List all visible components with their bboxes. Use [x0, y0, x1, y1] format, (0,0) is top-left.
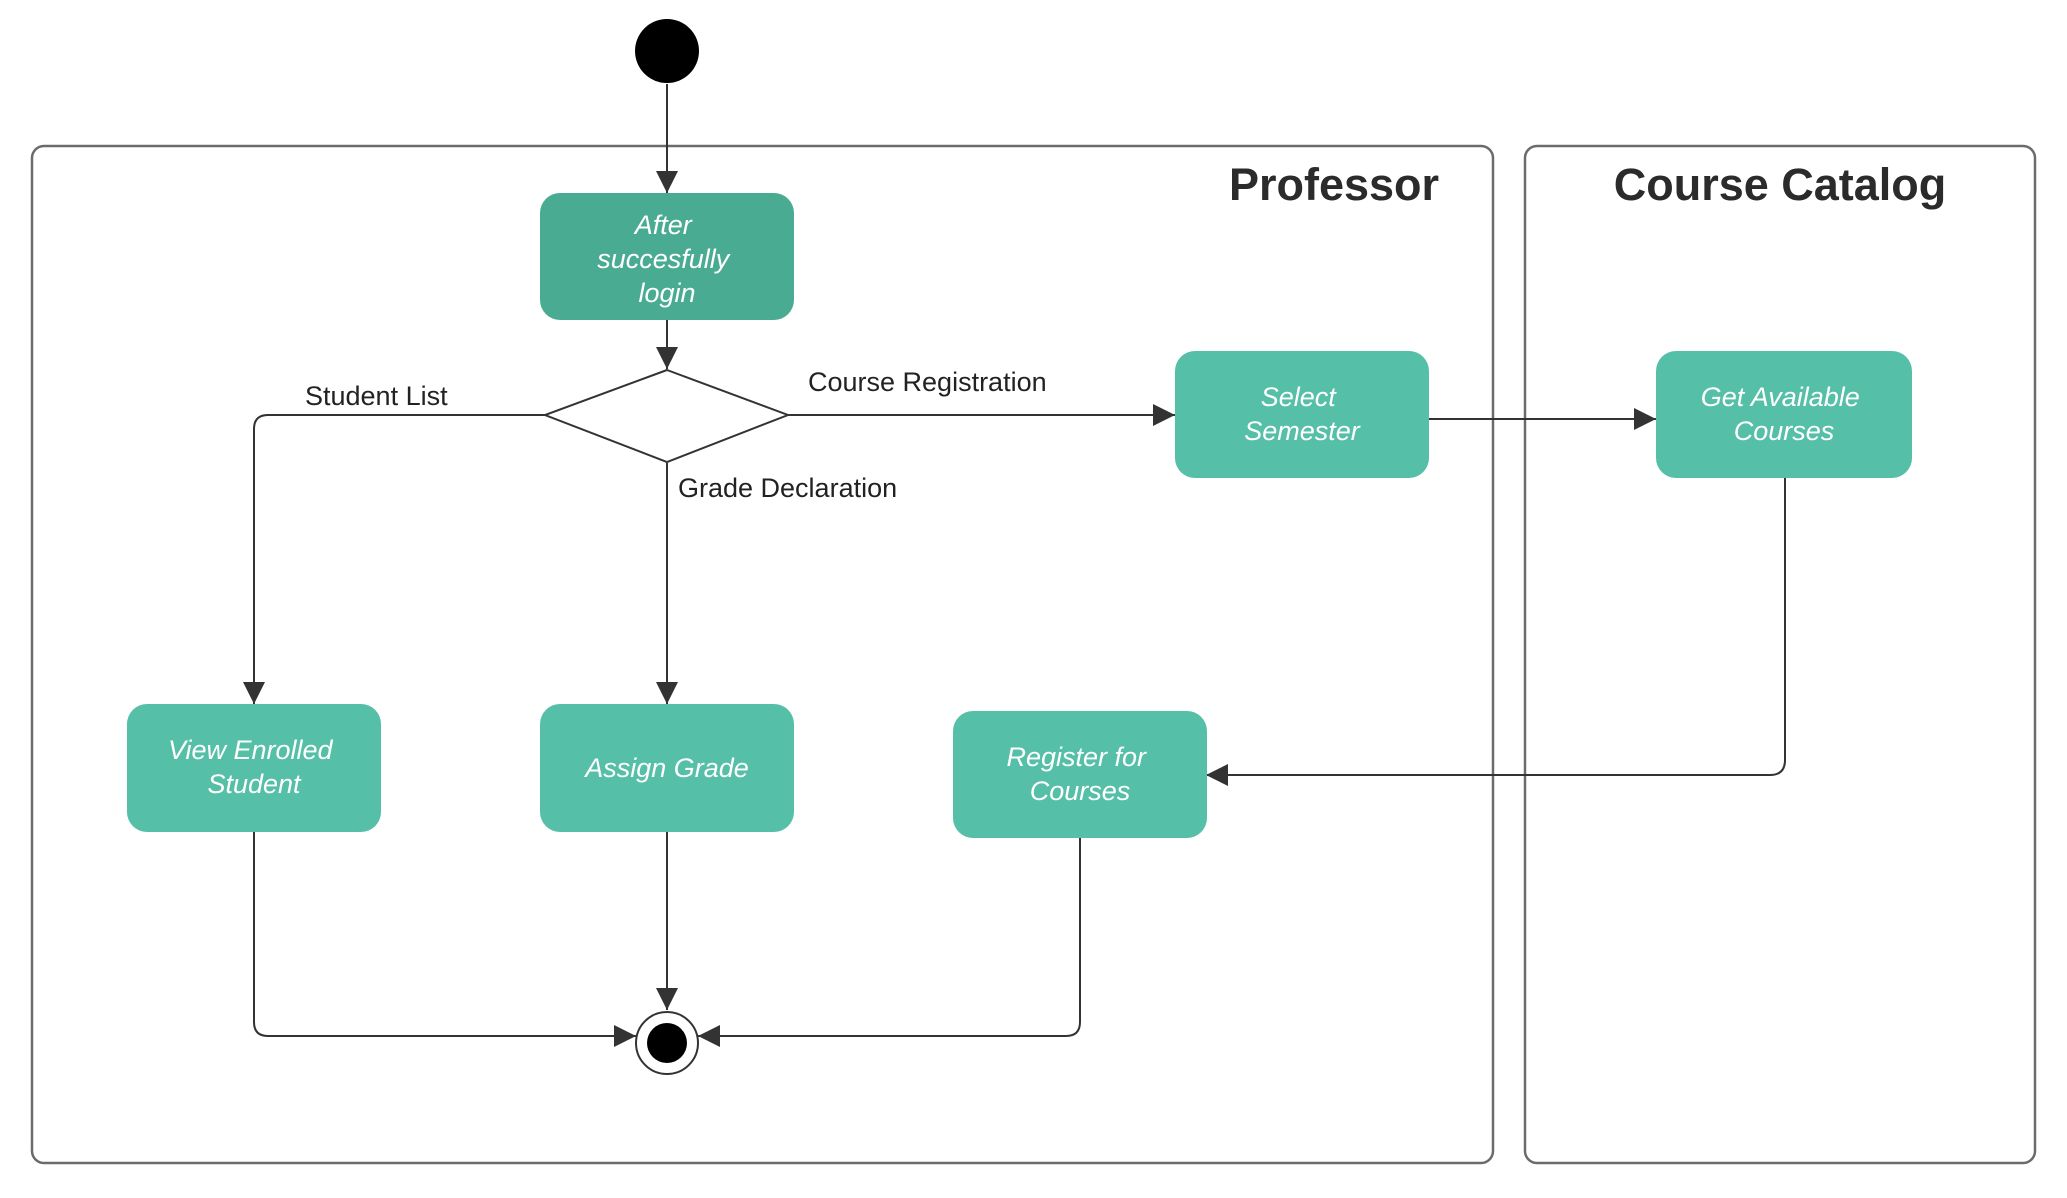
edge-label-student-list: Student List — [305, 381, 448, 411]
flow-view-to-end — [253, 832, 636, 1047]
activity-view-enrolled-student: View Enrolled Student — [127, 704, 381, 832]
flows — [243, 84, 1786, 1047]
swimlane-professor: Professor — [30, 144, 1495, 1165]
activity-assign-grade: Assign Grade — [540, 704, 794, 832]
svg-text:View Enrolled Student: View Enrolled Student — [168, 735, 340, 799]
edge-label-grade-declaration: Grade Declaration — [678, 473, 897, 503]
svg-text:Select Semester: Select Semester — [1244, 382, 1361, 446]
flow-register-to-end — [698, 838, 1081, 1047]
end-node — [635, 1011, 699, 1075]
svg-text:Assign Grade: Assign Grade — [583, 753, 749, 783]
svg-text:Register for Courses: Register for Courses — [1006, 742, 1153, 806]
activity-get-available-courses: Get Available Courses — [1656, 351, 1912, 478]
edge-label-course-registration: Course Registration — [808, 367, 1047, 397]
lane-title-professor: Professor — [1229, 159, 1439, 210]
svg-text:Get Available Courses: Get Available Courses — [1701, 382, 1868, 446]
svg-text:After succesfully: After succesfully login — [597, 210, 737, 308]
start-node — [635, 19, 699, 83]
activity-register-for-courses: Register for Courses — [953, 711, 1207, 838]
swimlane-course-catalog: Course Catalog — [1523, 144, 2037, 1165]
flow-catalog-to-register — [1206, 478, 1786, 786]
activity-select-semester: Select Semester — [1175, 351, 1429, 478]
lane-title-course-catalog: Course Catalog — [1614, 159, 1947, 210]
activity-after-succesfully-login: After succesfully login — [540, 193, 794, 320]
decision-diamond — [542, 368, 791, 464]
flow-student-list — [243, 414, 545, 704]
